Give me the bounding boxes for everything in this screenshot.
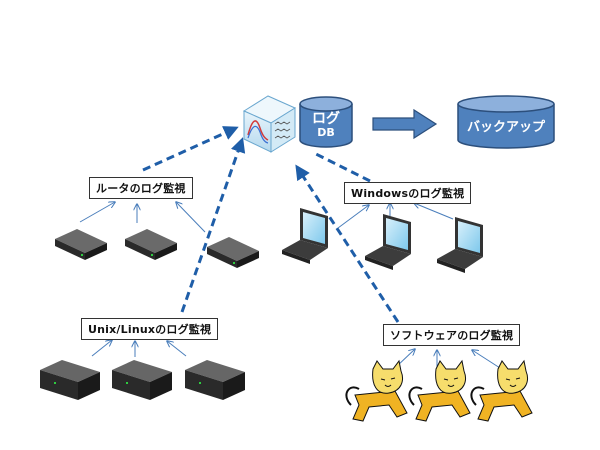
laptop-icon	[282, 208, 328, 264]
laptop-icon	[437, 217, 483, 273]
router-arrows	[79, 202, 206, 233]
windows-group-label: Windowsのログ監視	[344, 182, 472, 204]
router-group-label: ルータのログ監視	[89, 177, 193, 199]
backup-db-icon	[457, 95, 555, 149]
tomcat-icon	[408, 359, 471, 422]
backup-arrow	[372, 108, 438, 140]
windows-arrows	[337, 203, 454, 229]
dashed-connections	[142, 126, 400, 323]
router-icon	[55, 229, 107, 260]
router-to-server-line	[142, 126, 239, 172]
router-icon	[207, 237, 259, 268]
log-db-subtitle: DB	[317, 126, 335, 139]
server-icon	[40, 360, 100, 400]
server-icon	[185, 360, 245, 400]
log-db-title: ログ	[312, 111, 340, 127]
tomcat-icon	[470, 359, 533, 422]
software-arrows	[395, 349, 501, 369]
tomcat-icon	[345, 359, 408, 422]
software-group-label: ソフトウェアのログ監視	[383, 324, 521, 346]
server-icon	[112, 360, 172, 400]
log-server-icon	[242, 95, 297, 153]
unix-group-label: Unix/Linuxのログ監視	[81, 318, 219, 340]
router-icon	[125, 229, 177, 260]
windows-to-server-line	[311, 150, 371, 183]
log-db-icon	[299, 96, 353, 148]
backup-label: バックアップ	[466, 120, 545, 135]
software-to-server-line	[295, 164, 400, 323]
unix-to-server-line	[180, 137, 246, 313]
laptop-icon	[365, 214, 411, 270]
unix-arrows	[91, 340, 187, 357]
